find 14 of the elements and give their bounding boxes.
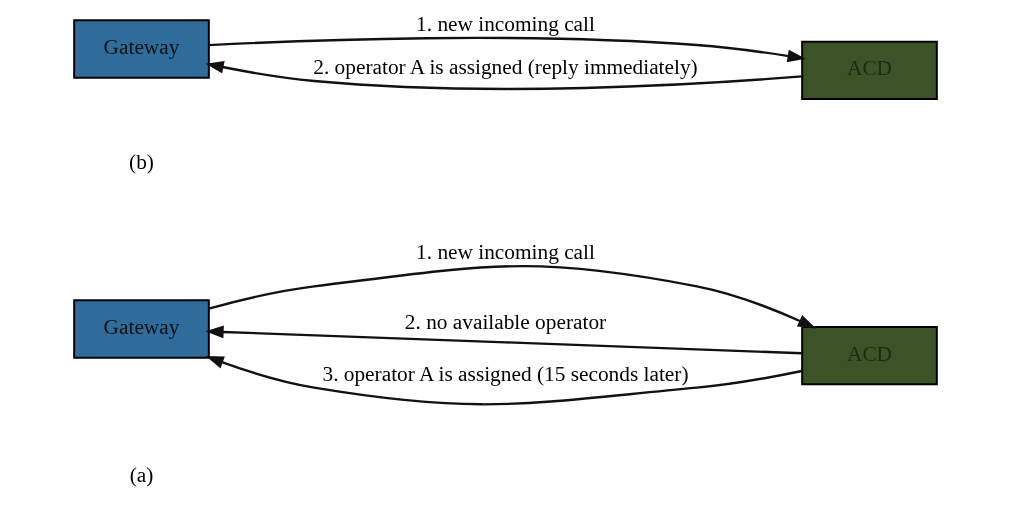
arrow: [205, 325, 802, 354]
edge-label: 1. new incoming call: [416, 11, 595, 36]
edge-label: 1. new incoming call: [416, 239, 595, 264]
label: (a): [129, 462, 154, 487]
arrow: [205, 60, 802, 90]
edge-label: 3. operator A is assigned (15 seconds later): [322, 361, 689, 386]
label: (b): [129, 149, 154, 174]
arrow: [205, 355, 803, 405]
edge-label: 2. operator A is assigned (reply immediately): [313, 54, 698, 79]
arrow: [208, 36, 806, 62]
edge-label: 2. no available operator: [404, 309, 607, 334]
arrow: [208, 264, 817, 328]
node-box: Gateway: [73, 18, 210, 79]
node-box: Gateway: [73, 298, 210, 359]
